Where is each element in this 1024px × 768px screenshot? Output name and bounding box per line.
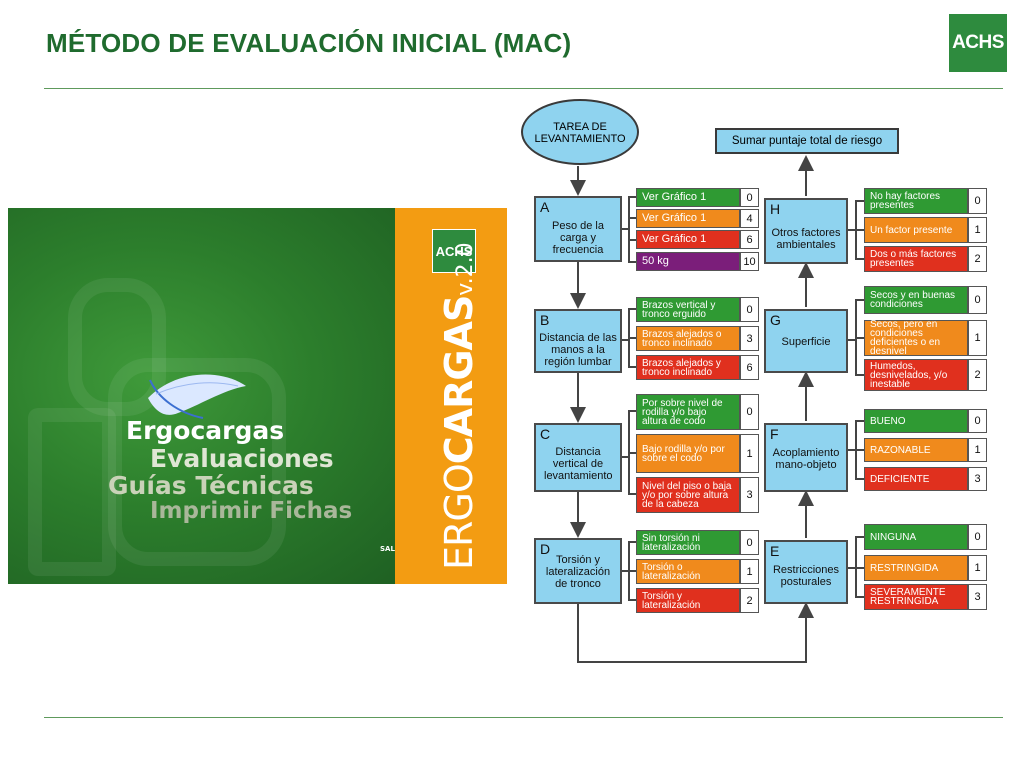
option-score-h-0: 0 — [968, 188, 987, 214]
option-g-1: Secos, pero en condiciones deficientes o… — [864, 320, 968, 357]
option-score-c-2: 3 — [740, 477, 759, 513]
option-b-0: Brazos vertical y tronco erguido — [636, 297, 740, 322]
factor-d-box: D Torsión y lateralización de tronco — [534, 538, 622, 604]
factor-letter: A — [540, 199, 550, 215]
factor-letter: C — [540, 426, 551, 442]
option-score-e-1: 1 — [968, 555, 987, 581]
option-f-0: BUENO — [864, 409, 968, 433]
splash-menu-imprimir[interactable]: Imprimir Fichas — [150, 498, 353, 524]
option-score-f-1: 1 — [968, 438, 987, 462]
start-label: TAREA DE LEVANTAMIENTO — [534, 121, 626, 145]
option-c-2: Nivel del piso o baja y/o por sobre altu… — [636, 477, 740, 513]
splash-menu-guias[interactable]: Guías Técnicas — [108, 471, 314, 500]
option-g-0: Secos y en buenas condiciones — [864, 286, 968, 314]
logo-text: ACHS — [952, 32, 1004, 53]
factor-h-box: H Otros factores ambientales — [764, 198, 848, 264]
option-score-g-2: 2 — [968, 359, 987, 391]
option-score-d-1: 1 — [740, 559, 759, 584]
factor-letter: G — [770, 312, 781, 328]
factor-e-box: E Restricciones posturales — [764, 540, 848, 604]
factor-label: Distancia vertical de levantamiento — [544, 446, 613, 482]
bottom-divider — [44, 717, 1003, 718]
option-e-0: NINGUNA — [864, 524, 968, 550]
option-score-e-2: 3 — [968, 584, 987, 610]
option-e-1: RESTRINGIDA — [864, 555, 968, 581]
option-score-h-2: 2 — [968, 246, 987, 272]
top-divider — [44, 88, 1003, 89]
splash-achs-logo: ACHS — [432, 229, 476, 273]
option-score-a-3: 10 — [740, 252, 759, 271]
option-score-a-2: 6 — [740, 230, 759, 249]
factor-label: Peso de la carga y frecuencia — [552, 220, 604, 256]
factor-label: Distancia de las manos a la región lumba… — [539, 332, 617, 368]
factor-letter: B — [540, 312, 550, 328]
splash-logo-text: ACHS — [435, 243, 473, 259]
option-f-2: DEFICIENTE — [864, 467, 968, 491]
option-e-2: SEVERAMENTE RESTRINGIDA — [864, 584, 968, 610]
factor-label: Otros factores ambientales — [771, 227, 841, 251]
option-score-h-1: 1 — [968, 217, 987, 243]
page-title: MÉTODO DE EVALUACIÓN INICIAL (MAC) — [46, 28, 572, 58]
option-score-a-0: 0 — [740, 188, 759, 207]
feather-icon — [148, 374, 246, 419]
factor-f-box: F Acoplamiento mano-objeto — [764, 423, 848, 492]
splash-menu-ergocargas[interactable]: Ergocargas — [126, 416, 285, 445]
factor-label: Acoplamiento mano-objeto — [772, 447, 840, 471]
option-score-g-0: 0 — [968, 286, 987, 314]
factor-label: Restricciones posturales — [772, 564, 840, 588]
factor-letter: F — [770, 426, 779, 442]
option-h-0: No hay factores presentes — [864, 188, 968, 214]
option-h-2: Dos o más factores presentes — [864, 246, 968, 272]
splash-menu-evaluaciones[interactable]: Evaluaciones — [150, 444, 334, 473]
option-f-1: RAZONABLE — [864, 438, 968, 462]
factor-label: Superficie — [781, 336, 831, 348]
factor-b-box: B Distancia de las manos a la región lum… — [534, 309, 622, 373]
option-score-e-0: 0 — [968, 524, 987, 550]
factor-c-box: C Distancia vertical de levantamiento — [534, 423, 622, 492]
ergocargas-splash-image: Ergocargas Evaluaciones Guías Técnicas I… — [8, 208, 410, 584]
option-d-1: Torsión o lateralización — [636, 559, 740, 584]
option-score-b-0: 0 — [740, 297, 759, 322]
option-b-1: Brazos alejados o tronco inclinado — [636, 326, 740, 351]
end-node: Sumar puntaje total de riesgo — [715, 128, 899, 154]
option-score-a-1: 4 — [740, 209, 759, 228]
factor-a-box: A Peso de la carga y frecuencia — [534, 196, 622, 262]
start-node: TAREA DE LEVANTAMIENTO — [521, 99, 639, 165]
option-score-c-0: 0 — [740, 394, 759, 430]
option-a-3: 50 kg — [636, 252, 740, 271]
option-score-f-0: 0 — [968, 409, 987, 433]
factor-letter: D — [540, 541, 551, 557]
option-score-g-1: 1 — [968, 320, 987, 356]
option-b-2: Brazos alejados y tronco inclinado — [636, 355, 740, 380]
option-d-2: Torsión y lateralización — [636, 588, 740, 613]
option-score-b-1: 3 — [740, 326, 759, 351]
option-g-2: Humedos, desnivelados, y/o inestable — [864, 359, 968, 391]
option-a-0: Ver Gráfico 1 — [636, 188, 740, 207]
factor-label: Torsión y lateralización de tronco — [545, 554, 611, 590]
factor-letter: H — [770, 201, 781, 217]
splash-salir[interactable]: SALIR — [380, 545, 403, 553]
option-d-0: Sin torsión ni lateralización — [636, 530, 740, 555]
achs-logo: ACHS — [949, 14, 1007, 72]
option-score-d-0: 0 — [740, 530, 759, 555]
factor-letter: E — [770, 543, 780, 559]
option-h-1: Un factor presente — [864, 217, 968, 243]
option-a-2: Ver Gráfico 1 — [636, 230, 740, 249]
option-c-0: Por sobre nivel de rodilla y/o bajo altu… — [636, 394, 740, 430]
option-score-b-2: 6 — [740, 355, 759, 380]
option-c-1: Bajo rodilla y/o por sobre el codo — [636, 434, 740, 473]
option-score-f-2: 3 — [968, 467, 987, 491]
option-a-1: Ver Gráfico 1 — [636, 209, 740, 228]
option-score-c-1: 1 — [740, 434, 759, 473]
factor-g-box: G Superficie — [764, 309, 848, 373]
option-score-d-2: 2 — [740, 588, 759, 613]
